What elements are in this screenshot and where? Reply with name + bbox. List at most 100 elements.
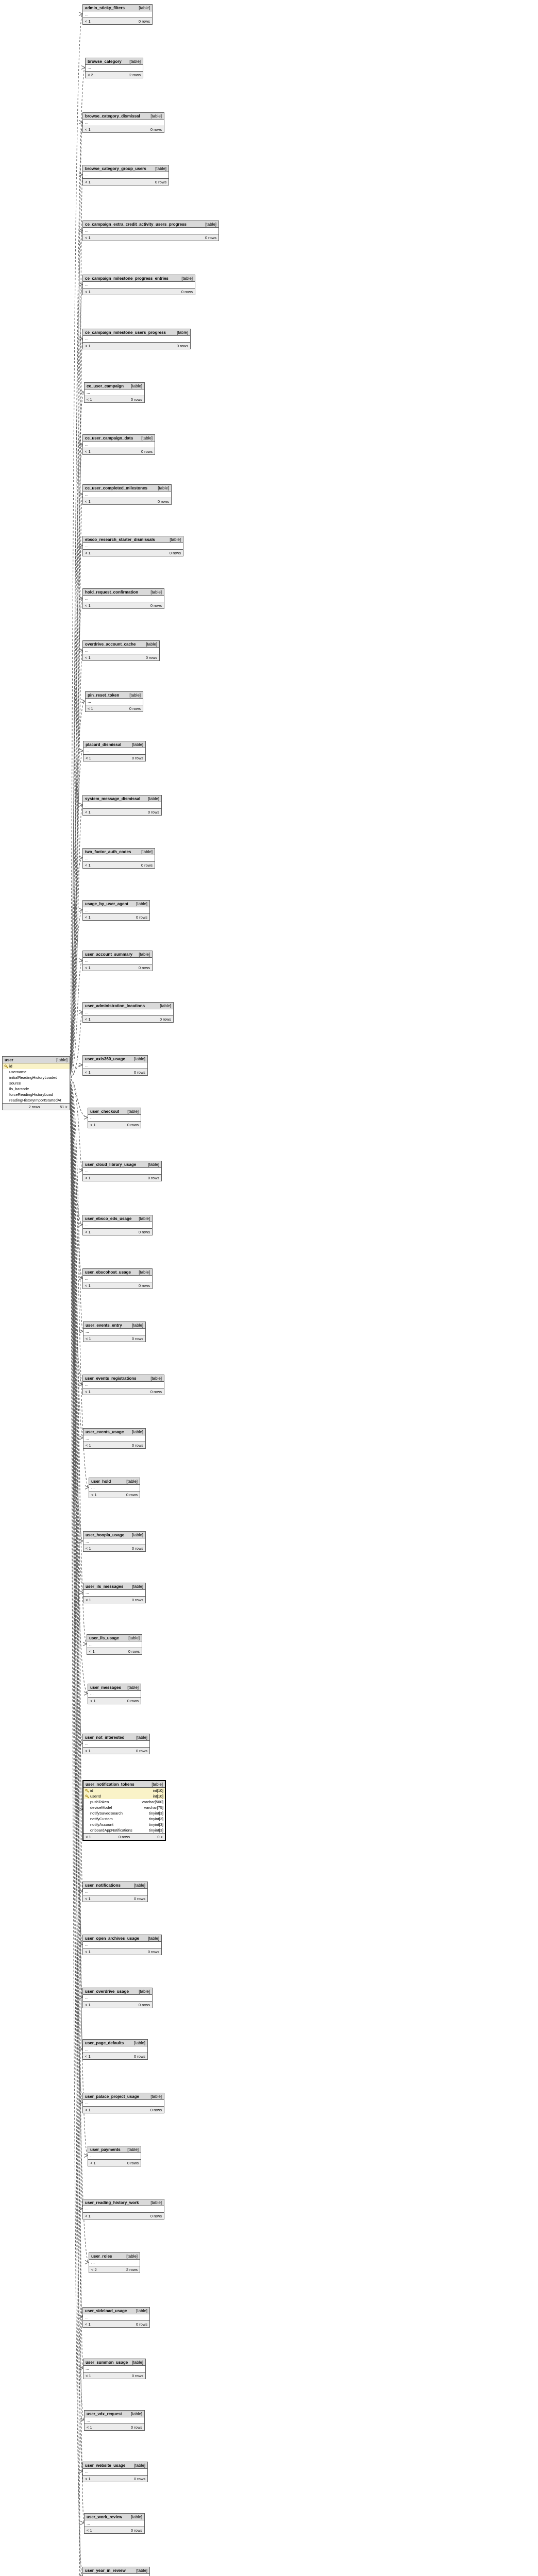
table-type-label: [table] [132, 1429, 143, 1434]
table-node-user_year_in_review[interactable]: user_year_in_review[table]...< 10 rows [82, 2567, 150, 2576]
table-header: browse_category_group_users[table] [83, 165, 169, 172]
row-count: 0 rows [133, 1896, 145, 1901]
row-count: 0 rows [147, 809, 159, 815]
table-node-browse_category_group_users[interactable]: browse_category_group_users[table]...< 1… [82, 165, 169, 185]
table-name: user_year_in_review [85, 2568, 126, 2573]
table-type-label: [table] [141, 435, 153, 440]
table-type-label: [table] [134, 2463, 145, 2468]
table-columns-collapsed: ... [85, 1741, 89, 1746]
table-node-ce_campaign_extra_credit_activity_users_progress[interactable]: ce_campaign_extra_credit_activity_users_… [82, 221, 219, 241]
table-name: user_events_entry [86, 1323, 122, 1328]
table-type-label: [table] [128, 1635, 140, 1640]
table-node-ebsco_research_starter_dismissals[interactable]: ebsco_research_starter_dismissals[table]… [82, 536, 183, 556]
table-columns-collapsed: ... [85, 120, 89, 125]
parent-count: < 1 [87, 397, 92, 402]
table-type-label: [table] [132, 1323, 143, 1328]
table-columns-collapsed: ... [88, 65, 91, 70]
table-header: user_events_registrations[table] [83, 1375, 164, 1382]
table-columns-collapsed: ... [85, 1995, 89, 2000]
column-type: varchar[500] [142, 1800, 163, 1804]
row-count: 0 rows [181, 289, 193, 294]
table-type-label: [table] [132, 2360, 143, 2365]
table-node-ce_campaign_milestone_progress_entries[interactable]: ce_campaign_milestone_progress_entries[t… [82, 275, 195, 295]
relationship-line [70, 1080, 83, 1227]
table-name: user_messages [90, 1685, 122, 1690]
table-type-label: [table] [139, 1269, 150, 1275]
table-type-label: [table] [205, 222, 216, 227]
table-node-ce_campaign_milestone_users_progress[interactable]: ce_campaign_milestone_users_progress[tab… [82, 329, 191, 349]
column-row-id: id [3, 1063, 70, 1069]
table-header: user_year_in_review[table] [83, 2567, 149, 2574]
relationship-line [70, 1102, 83, 2473]
row-count: 0 rows [159, 1016, 171, 1022]
table-type-label: [table] [160, 1003, 171, 1008]
table-node-ce_user_completed_milestones[interactable]: ce_user_completed_milestones[table]...< … [82, 484, 172, 505]
column-icon-spacer [4, 1087, 9, 1091]
relationship-line [70, 1097, 83, 2210]
row-count: 0 rows [127, 1122, 139, 1127]
table-node-user_administration_locations[interactable]: user_administration_locations[table]...<… [82, 1002, 174, 1023]
table-header: usage_by_user_agent[table] [83, 901, 149, 907]
row-count: 0 rows [127, 2160, 139, 2165]
relationship-line [70, 596, 83, 1070]
relationship-line [70, 1091, 83, 1811]
parent-count: < 1 [85, 2213, 91, 2218]
column-icon-spacer [85, 1817, 90, 1821]
table-columns-collapsed: ... [85, 336, 89, 341]
table-name: user_events_usage [86, 1429, 124, 1434]
column-name: notifyCustom [90, 1817, 113, 1821]
parent-count: < 1 [85, 1748, 91, 1753]
parent-count: < 1 [85, 1229, 91, 1234]
table-header: user_notifications[table] [83, 1882, 147, 1889]
